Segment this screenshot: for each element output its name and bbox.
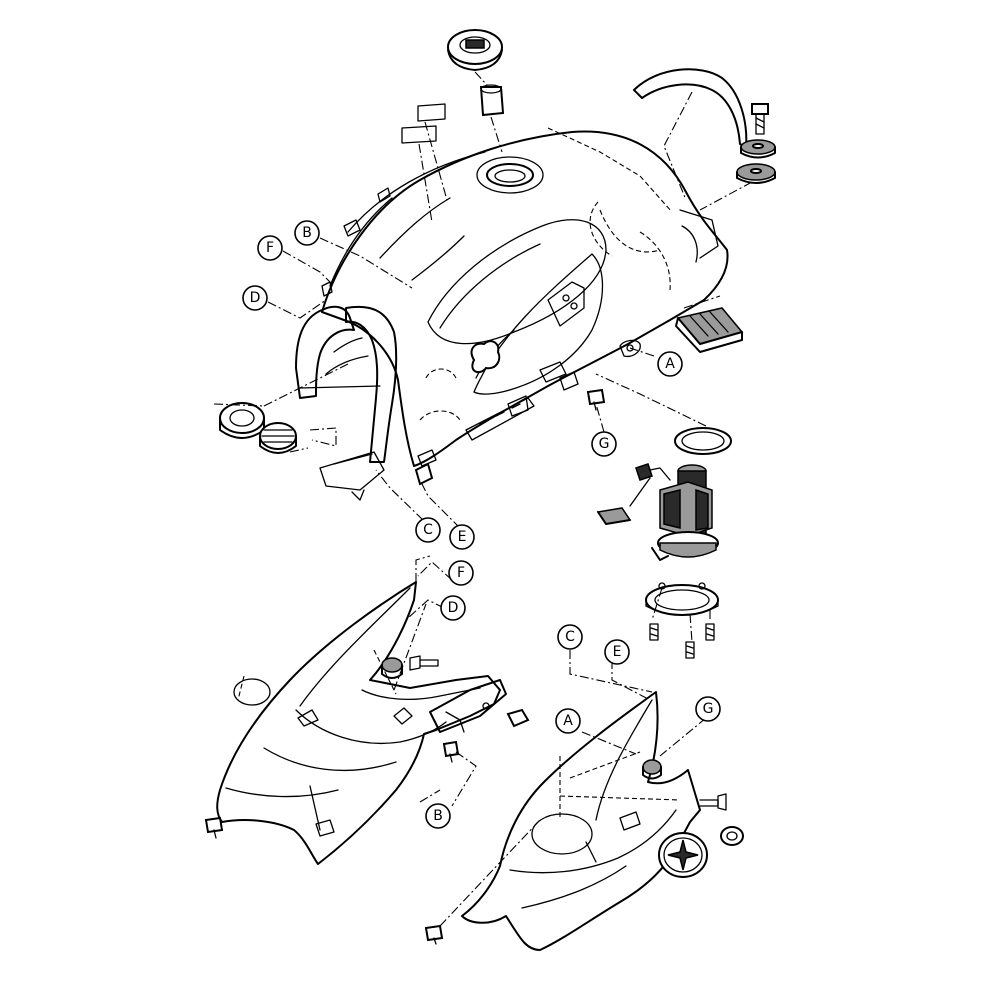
left-cover-inner-bracket bbox=[393, 679, 507, 733]
callout-right-e: E bbox=[604, 639, 630, 665]
fuel-tank bbox=[321, 127, 729, 486]
callout-left-d: D bbox=[440, 595, 466, 621]
left-bolt bbox=[409, 655, 439, 671]
svg-text:E: E bbox=[613, 644, 622, 660]
front-trim-panel bbox=[295, 305, 398, 463]
left-nut bbox=[506, 708, 530, 728]
pump-bolts bbox=[649, 623, 715, 659]
svg-text:C: C bbox=[565, 629, 575, 645]
left-front-fastener bbox=[204, 816, 224, 839]
svg-text:F: F bbox=[457, 565, 465, 581]
svg-text:F: F bbox=[266, 240, 274, 256]
emblem-badge bbox=[658, 832, 708, 878]
callout-left-f: F bbox=[448, 560, 474, 586]
bracket-bolt bbox=[751, 103, 769, 135]
right-grommet bbox=[642, 759, 662, 780]
callout-right-a: A bbox=[555, 708, 581, 734]
fuel-pump-gasket bbox=[674, 427, 732, 455]
rear-mount-pad bbox=[675, 295, 744, 353]
svg-text:G: G bbox=[599, 436, 610, 452]
screw-g bbox=[586, 388, 606, 411]
fuel-level-sender-float bbox=[596, 507, 632, 525]
callout-tank-f: F bbox=[257, 235, 283, 261]
grommet-hex bbox=[219, 402, 265, 439]
fuel-cap bbox=[447, 29, 503, 71]
fuel-pump bbox=[629, 463, 719, 561]
svg-text:A: A bbox=[665, 356, 675, 372]
right-bolt bbox=[699, 793, 727, 811]
fuel-pump-retainer-ring bbox=[645, 582, 719, 616]
callout-tank-a: A bbox=[657, 351, 683, 377]
svg-text:D: D bbox=[448, 600, 459, 616]
decal-stickers bbox=[401, 103, 448, 223]
svg-text:E: E bbox=[458, 529, 467, 545]
filler-neck bbox=[479, 84, 505, 117]
callout-tank-e: E bbox=[449, 524, 475, 550]
rear-bracket bbox=[633, 68, 748, 201]
callout-right-g: G bbox=[695, 696, 721, 722]
callout-right-c: C bbox=[557, 624, 583, 650]
left-screw-b bbox=[442, 740, 460, 763]
svg-text:A: A bbox=[563, 713, 573, 729]
left-grommet bbox=[381, 657, 403, 679]
rubber-damper-upper bbox=[740, 139, 776, 159]
svg-text:G: G bbox=[703, 701, 714, 717]
svg-text:C: C bbox=[423, 522, 433, 538]
grommet-ribbed bbox=[259, 422, 297, 454]
callout-tank-d: D bbox=[242, 285, 268, 311]
callout-left-b: B bbox=[425, 803, 451, 829]
svg-text:B: B bbox=[433, 808, 443, 824]
right-nut bbox=[720, 826, 744, 846]
callout-tank-c: C bbox=[415, 517, 441, 543]
right-front-fastener bbox=[424, 924, 444, 945]
right-side-cover bbox=[461, 650, 701, 951]
tank-cover-bracket bbox=[319, 451, 385, 501]
svg-text:B: B bbox=[302, 225, 312, 241]
svg-text:D: D bbox=[250, 290, 261, 306]
rubber-damper-lower bbox=[736, 163, 776, 184]
left-side-cover bbox=[216, 555, 501, 865]
callout-tank-g: G bbox=[591, 431, 617, 457]
callout-tank-b: B bbox=[294, 220, 320, 246]
